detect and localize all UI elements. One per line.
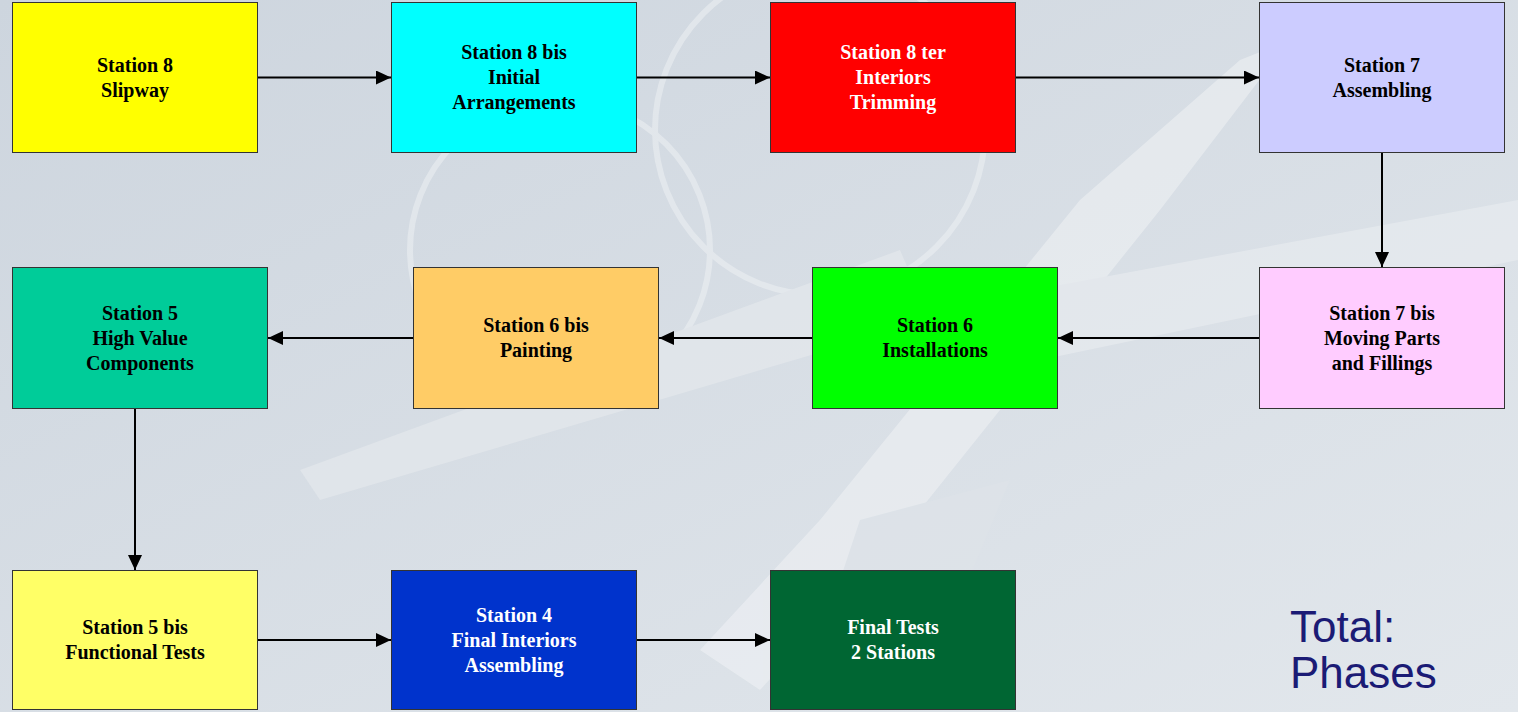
station-number: Station 7 bis [1329,301,1435,326]
process-box: Station 8Slipway [12,2,258,153]
flow-arrow [1016,77,1259,79]
process-box: Station 8 bisInitial Arrangements [391,2,637,153]
station-name: 2 Stations [851,640,935,665]
station-name: Final Interiors Assembling [437,628,592,678]
station-number: Station 6 [897,313,973,338]
station-number: Final Tests [847,615,939,640]
process-box: Station 7Assembling [1259,2,1505,153]
flow-arrow [258,77,391,79]
station-name: Moving Parts and Fillings [1312,326,1452,376]
station-number: Station 5 bis [82,615,188,640]
process-box: Station 8 terInteriors Trimming [770,2,1016,153]
process-box: Station 7 bisMoving Parts and Fillings [1259,267,1505,409]
station-number: Station 8 ter [840,40,946,65]
station-name: High Value Components [73,326,208,376]
process-box: Station 6Installations [812,267,1058,409]
station-number: Station 7 [1344,53,1420,78]
station-name: Installations [882,338,988,363]
process-box: Station 5High Value Components [12,267,268,409]
flow-arrow [134,409,136,570]
station-number: Station 6 bis [483,313,589,338]
station-number: Station 8 bis [461,40,567,65]
station-name: Functional Tests [65,640,204,665]
station-number: Station 5 [102,301,178,326]
process-box: Station 5 bisFunctional Tests [12,570,258,710]
station-name: Assembling [1333,78,1432,103]
flow-arrow [268,337,413,339]
station-number: Station 4 [476,603,552,628]
flow-arrow [637,639,770,641]
station-name: Slipway [101,78,169,103]
total-note: Total: Phases [1290,604,1505,696]
process-box: Station 4Final Interiors Assembling [391,570,637,710]
flow-arrow [659,337,812,339]
process-box: Station 6 bisPainting [413,267,659,409]
station-name: Painting [500,338,572,363]
flow-arrow [258,639,391,641]
flow-arrow [1381,153,1383,267]
process-box: Final Tests2 Stations [770,570,1016,710]
station-name: Interiors Trimming [833,65,953,115]
station-name: Initial Arrangements [439,65,589,115]
flow-arrow [1058,337,1259,339]
station-number: Station 8 [97,53,173,78]
flow-arrow [637,77,770,79]
